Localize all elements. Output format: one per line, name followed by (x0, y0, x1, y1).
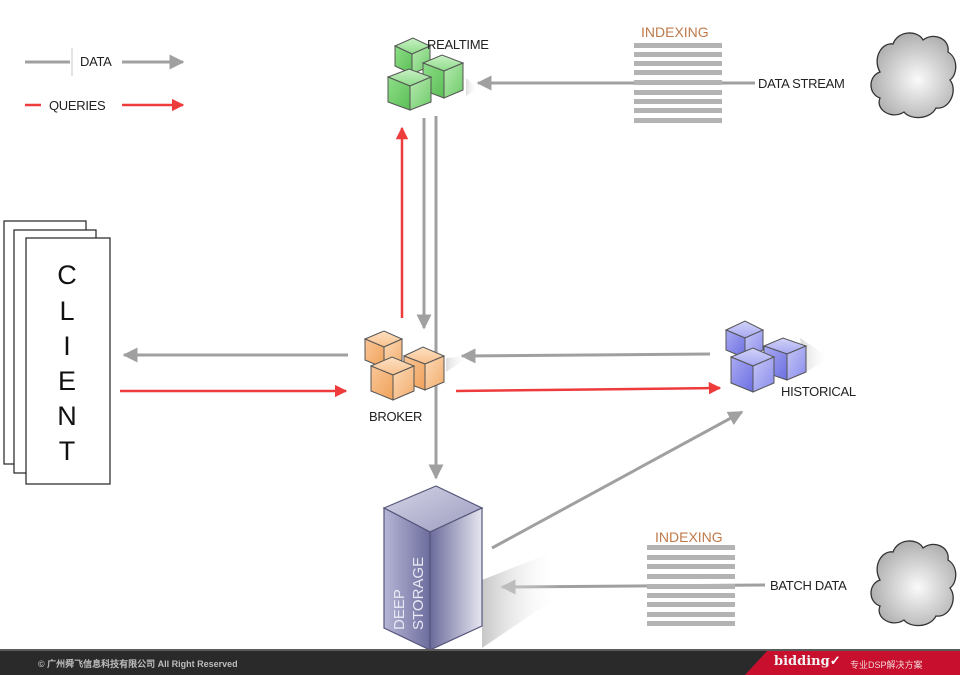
brand-logo[interactable]: bidding✓ (774, 654, 841, 669)
edge-historical-to-broker-data (460, 348, 711, 364)
client-label: C L I E N T (57, 260, 77, 466)
cube-icon (729, 347, 776, 393)
legend: DATA QUERIES (25, 48, 185, 113)
client-letter: L (59, 296, 74, 326)
brand-slogan: 专业DSP解决方案 (850, 660, 923, 670)
cloud-icon (870, 32, 957, 119)
client-letter: I (63, 331, 71, 361)
indexing-batch: INDEXING (647, 529, 735, 626)
broker-shadow (446, 356, 470, 372)
legend-data-label: DATA (80, 54, 112, 69)
check-icon: ✓ (829, 654, 841, 669)
historical-label: HISTORICAL (781, 384, 856, 399)
indexing-stream-label: INDEXING (641, 24, 709, 40)
legend-queries-label: QUERIES (49, 98, 106, 113)
batch-data-label: BATCH DATA (770, 578, 847, 593)
legend-queries: QUERIES (25, 98, 185, 113)
architecture-diagram: DATA QUERIES (3, 24, 957, 650)
copyright-text: © 广州舜飞信息科技有限公司 All Right Reserved (38, 659, 238, 669)
historical-node[interactable]: HISTORICAL (724, 320, 856, 399)
cube-icon (369, 356, 416, 401)
deep-storage-front (383, 507, 431, 650)
client-letter: C (57, 260, 77, 290)
client-page-front (25, 237, 111, 485)
data-stream-label: DATA STREAM (758, 76, 845, 91)
indexing-batch-label: INDEXING (655, 529, 723, 545)
deep-storage-shadow (482, 555, 560, 648)
client-letter: T (59, 436, 76, 466)
brand-band (745, 651, 960, 675)
realtime-node[interactable]: REALTIME (386, 37, 490, 111)
indexing-stream: INDEXING (634, 24, 722, 123)
cube-icon (762, 337, 808, 381)
realtime-shadow (466, 78, 478, 96)
edge-deepstorage-to-historical (491, 410, 744, 550)
broker-label: BROKER (369, 409, 422, 424)
cube-icon (363, 330, 404, 369)
client-node[interactable]: C L I E N T (3, 220, 111, 485)
indexing-batch-bars (647, 545, 735, 626)
broker-node[interactable]: BROKER (363, 330, 470, 424)
brand-name: bidding (774, 654, 830, 669)
deep-storage-side (429, 507, 483, 650)
deep-storage-node[interactable]: DEEP STORAGE (382, 485, 560, 650)
realtime-label: REALTIME (427, 37, 489, 52)
historical-shadow (800, 338, 830, 372)
legend-data: DATA (25, 48, 185, 76)
cube-icon (421, 54, 465, 99)
deep-storage-label-line1: DEEP (391, 589, 408, 630)
cloud-icon (870, 540, 957, 627)
deep-storage-label-line2: STORAGE (410, 557, 427, 630)
footer: © 广州舜飞信息科技有限公司 All Right Reserved biddin… (0, 649, 960, 675)
client-letter: N (57, 401, 77, 431)
cube-icon (386, 68, 433, 111)
client-letter: E (58, 366, 76, 396)
indexing-stream-bars (634, 43, 722, 123)
edge-broker-to-historical-query (455, 381, 722, 395)
